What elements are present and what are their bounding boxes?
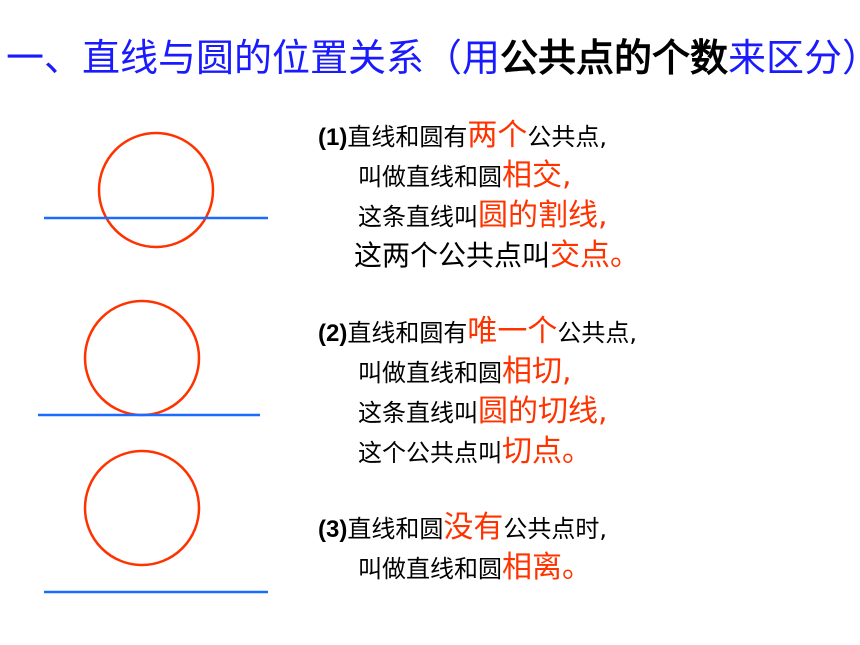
case2-line1: (2)直线和圆有唯一个公共点, bbox=[318, 312, 637, 352]
case1-text: (1)直线和圆有两个公共点, 叫做直线和圆相交, 这条直线叫圆的割线, 这两个公… bbox=[318, 116, 640, 276]
case2-number: (2) bbox=[318, 320, 348, 347]
case2-l4-highlight: 切点。 bbox=[502, 434, 592, 469]
case3-line1: (3)直线和圆没有公共点时, bbox=[318, 508, 607, 548]
circle-intersecting bbox=[97, 131, 215, 249]
case1-line2: 叫做直线和圆相交, bbox=[318, 156, 640, 196]
circle-tangent bbox=[83, 299, 201, 417]
case1-l4-highlight: 交点。 bbox=[550, 238, 641, 273]
case2-l1-text: 直线和圆有 bbox=[347, 319, 468, 347]
case3-l2-highlight: 相离。 bbox=[502, 550, 592, 585]
case2-line4: 这个公共点叫切点。 bbox=[318, 432, 637, 472]
case1-l3-text: 这条直线叫 bbox=[358, 203, 478, 231]
case1-line3: 这条直线叫圆的割线, bbox=[318, 196, 640, 236]
case3-line2: 叫做直线和圆相离。 bbox=[318, 548, 607, 588]
case1-line4: 这两个公共点叫交点。 bbox=[318, 236, 640, 276]
case2-l2-highlight: 相切, bbox=[502, 354, 572, 389]
case1-l1-tail: 公共点, bbox=[527, 123, 607, 151]
case2-line3: 这条直线叫圆的切线, bbox=[318, 392, 637, 432]
slide-title: 一、直线与圆的位置关系（用公共点的个数来区分） bbox=[6, 30, 860, 86]
case1-number: (1) bbox=[318, 124, 348, 151]
position-diagrams bbox=[38, 131, 268, 594]
case2-text: (2)直线和圆有唯一个公共点, 叫做直线和圆相切, 这条直线叫圆的切线, 这个公… bbox=[318, 312, 637, 472]
title-part1: 一、直线与圆的位置关系（用 bbox=[6, 36, 501, 80]
case1-l3-highlight: 圆的割线, bbox=[478, 198, 608, 233]
case2-l4-text: 这个公共点叫 bbox=[358, 439, 502, 467]
case3-l1-highlight: 没有 bbox=[443, 510, 504, 545]
case3-number: (3) bbox=[318, 516, 348, 543]
case2-l3-highlight: 圆的切线, bbox=[478, 394, 608, 429]
case3-l2-text: 叫做直线和圆 bbox=[358, 555, 502, 583]
case2-l3-text: 这条直线叫 bbox=[358, 399, 478, 427]
case3-text: (3)直线和圆没有公共点时, 叫做直线和圆相离。 bbox=[318, 508, 607, 588]
case2-l1-highlight: 唯一个 bbox=[467, 314, 558, 349]
case1-l2-text: 叫做直线和圆 bbox=[358, 163, 502, 191]
case3-l1-text: 直线和圆 bbox=[347, 515, 444, 543]
case2-l1-tail: 公共点, bbox=[557, 319, 637, 347]
case1-l4-text: 这两个公共点叫 bbox=[354, 239, 551, 272]
title-part3: 来区分） bbox=[728, 36, 860, 80]
tangent-diagram bbox=[38, 299, 260, 417]
case1-l1-text: 直线和圆有 bbox=[347, 123, 468, 151]
case2-l2-text: 叫做直线和圆 bbox=[358, 359, 502, 387]
case3-l1-tail: 公共点时, bbox=[503, 515, 607, 543]
intersecting-diagram bbox=[44, 131, 268, 249]
circle-separate bbox=[83, 449, 201, 567]
case2-line2: 叫做直线和圆相切, bbox=[318, 352, 637, 392]
separate-diagram bbox=[44, 449, 268, 594]
case1-line1: (1)直线和圆有两个公共点, bbox=[318, 116, 640, 156]
case1-l1-highlight: 两个 bbox=[467, 118, 528, 153]
title-part2: 公共点的个数 bbox=[500, 36, 729, 80]
case1-l2-highlight: 相交, bbox=[502, 158, 572, 193]
